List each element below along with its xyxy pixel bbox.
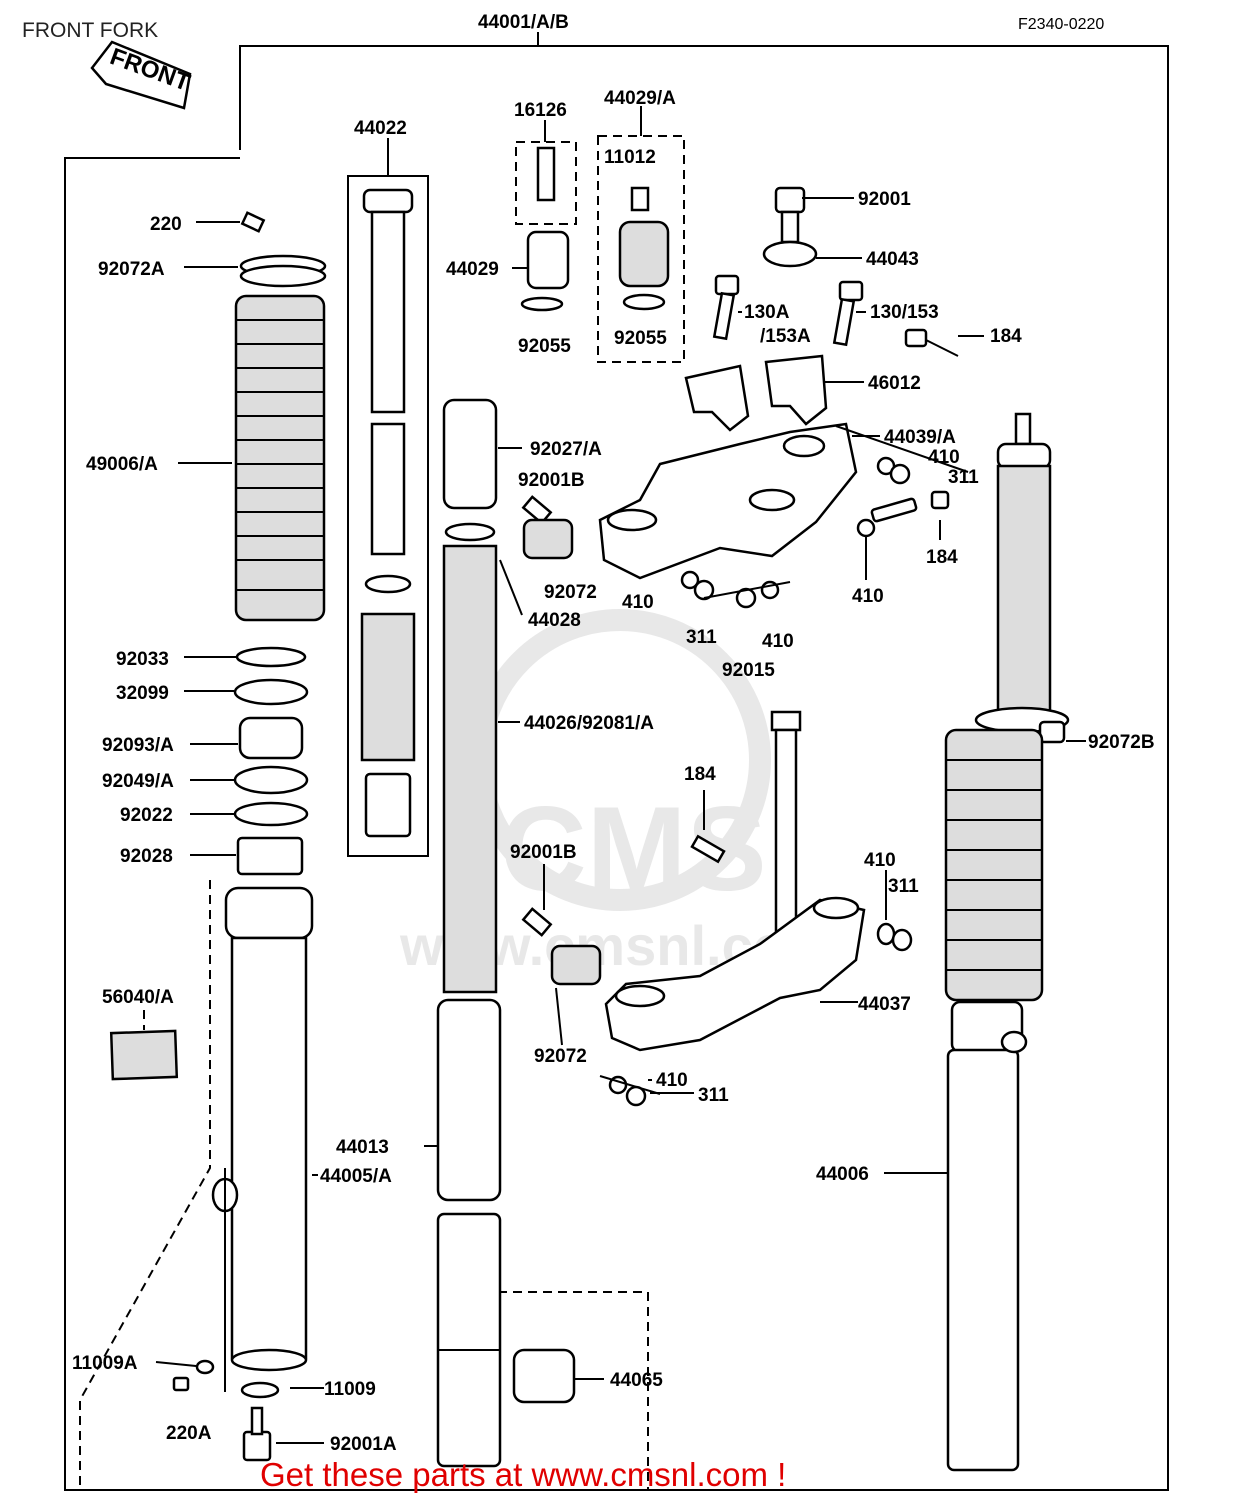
assembly-border — [64, 45, 1169, 1491]
part-label: 311 — [888, 876, 919, 897]
part-label: 92001B — [518, 470, 585, 491]
part-label: 92055 — [614, 328, 667, 349]
part-label: 184 — [684, 764, 716, 785]
part-label: 410 — [928, 447, 960, 468]
part-label: 311 — [686, 627, 717, 648]
center-part-labels: 44022 16126 44029/A 11012 44029 92055 92… — [336, 88, 676, 1391]
part-label: 410 — [852, 586, 884, 607]
front-direction-arrow: FRONT — [90, 40, 194, 110]
part-label: 130/153 — [870, 302, 939, 323]
part-label: /153A — [760, 326, 811, 347]
left-leader-lines — [155, 221, 324, 1444]
part-label: 44065 — [610, 1370, 663, 1391]
part-label: 44029/A — [604, 88, 676, 109]
part-label: 44005/A — [320, 1166, 392, 1187]
part-label: 220A — [166, 1423, 212, 1444]
part-label: 92001 — [858, 189, 911, 210]
part-label: 92027/A — [530, 439, 602, 460]
right-part-labels: 92001 44043 130A /153A 130/153 184 46012… — [510, 189, 1155, 1185]
center-fork-internals — [347, 135, 685, 1490]
part-label: 311 — [948, 467, 979, 488]
part-label: 92072 — [534, 1046, 587, 1067]
part-label: 44006 — [816, 1164, 869, 1185]
part-label: 44022 — [354, 118, 407, 139]
part-label: 44043 — [866, 249, 919, 270]
left-fork-components — [79, 211, 327, 1490]
part-label: 46012 — [868, 373, 921, 394]
part-label: 92028 — [120, 846, 173, 867]
page-title: FRONT FORK — [22, 19, 158, 42]
part-label: 49006/A — [86, 454, 158, 475]
part-label: 184 — [926, 547, 958, 568]
part-label: 220 — [150, 214, 182, 235]
part-label: 44029 — [446, 259, 499, 280]
right-fork-triple-clamps — [598, 186, 1070, 1472]
part-label: 44013 — [336, 1137, 389, 1158]
footer-link[interactable]: Get these parts at www.cmsnl.com ! — [260, 1456, 786, 1493]
part-label: 32099 — [116, 683, 169, 704]
center-leader-lines — [387, 106, 642, 1380]
part-label: 311 — [698, 1085, 729, 1106]
part-label: 92049/A — [102, 771, 174, 792]
part-label: 92015 — [722, 660, 775, 681]
part-label: 92001B — [510, 842, 577, 863]
figure-code: F2340-0220 — [1018, 16, 1104, 33]
part-label: 44039/A — [884, 427, 956, 448]
part-label: 92001A — [330, 1434, 397, 1455]
part-label: 130A — [744, 302, 790, 323]
part-label: 44037 — [858, 994, 911, 1015]
part-label: 44026/92081/A — [524, 713, 654, 734]
part-label: 410 — [864, 850, 896, 871]
part-label: 410 — [622, 592, 654, 613]
part-label: 92072B — [1088, 732, 1155, 753]
right-leader-lines — [599, 197, 1086, 1174]
part-label: 184 — [990, 326, 1022, 347]
part-label: 410 — [656, 1070, 688, 1091]
part-label: 44028 — [528, 610, 581, 631]
left-part-labels: 220 92072A 49006/A 92033 32099 92093/A 9… — [72, 214, 397, 1455]
part-label: 56040/A — [102, 987, 174, 1008]
part-label: 11009 — [324, 1379, 376, 1400]
part-label: 92022 — [120, 805, 173, 826]
part-label: 92072A — [98, 259, 165, 280]
part-label: 11012 — [604, 147, 656, 168]
part-label: 16126 — [514, 100, 567, 121]
part-label: 92093/A — [102, 735, 174, 756]
part-label: 92072 — [544, 582, 597, 603]
part-label: 410 — [762, 631, 794, 652]
part-label: 92055 — [518, 336, 571, 357]
assembly-number: 44001/A/B — [478, 12, 569, 33]
part-label: 92033 — [116, 649, 169, 670]
part-label: 11009A — [72, 1353, 138, 1374]
